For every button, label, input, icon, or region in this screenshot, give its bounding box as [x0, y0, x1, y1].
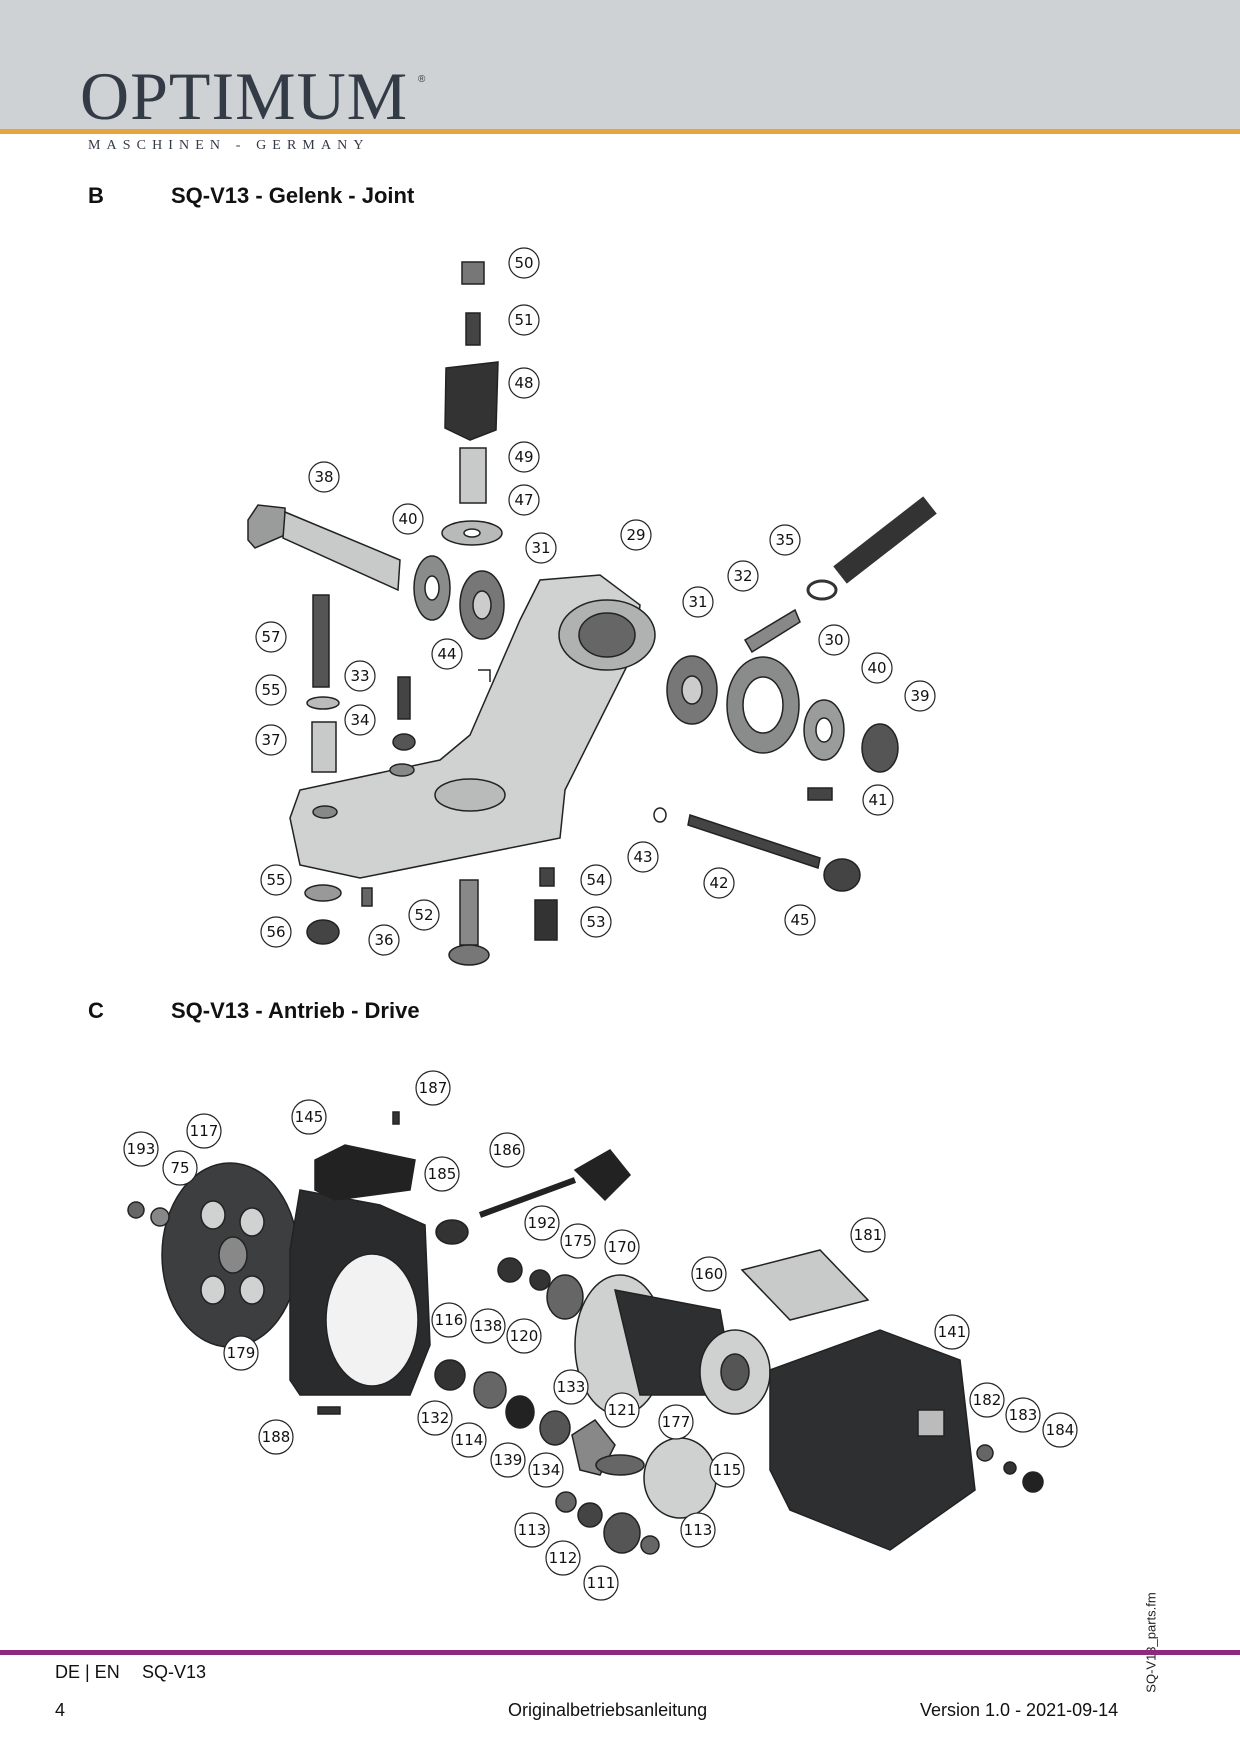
callout-40: 40: [398, 510, 417, 528]
callout-55: 55: [266, 871, 285, 889]
section-c-title: SQ-V13 - Antrieb - Drive: [171, 998, 420, 1023]
callout-54: 54: [586, 871, 605, 889]
callout-47: 47: [514, 491, 533, 509]
callout-145: 145: [295, 1108, 324, 1126]
logo-subtitle: MASCHINEN - GERMANY: [88, 138, 370, 153]
callout-75: 75: [170, 1159, 189, 1177]
callout-182: 182: [973, 1391, 1002, 1409]
callout-160: 160: [695, 1265, 724, 1283]
callout-114: 114: [455, 1431, 484, 1449]
callout-57: 57: [261, 628, 280, 646]
logo-wordmark: OPTIMUM: [80, 58, 409, 134]
callout-53: 53: [586, 913, 605, 931]
callout-35: 35: [775, 531, 794, 549]
callout-37: 37: [261, 731, 280, 749]
callout-175: 175: [564, 1232, 593, 1250]
joint-exploded-diagram: 50 51 48 49 47 38 40 31 29 35 32 31 30 40 39 57 44 33 55 34…: [247, 247, 937, 966]
callout-170: 170: [608, 1238, 637, 1256]
callout-133: 133: [557, 1378, 586, 1396]
callout-34: 34: [350, 711, 369, 729]
callout-40: 40: [867, 659, 886, 677]
callout-113: 113: [518, 1521, 547, 1539]
callout-184: 184: [1046, 1421, 1075, 1439]
callout-141: 141: [938, 1323, 967, 1341]
callout-29: 29: [626, 526, 645, 544]
callout-139: 139: [494, 1451, 523, 1469]
callout-111: 111: [587, 1574, 616, 1592]
callout-115: 115: [713, 1461, 742, 1479]
logo-registered-mark: ®: [418, 74, 426, 85]
callout-56: 56: [266, 923, 285, 941]
section-c-letter: C: [88, 998, 104, 1023]
callout-51: 51: [514, 311, 533, 329]
callout-134: 134: [532, 1461, 561, 1479]
drive-exploded-diagram: 187 145 117 193 75 186 185 192 175 170 181 160 116 13…: [123, 1070, 1078, 1601]
callout-181: 181: [854, 1226, 883, 1244]
callout-33: 33: [350, 667, 369, 685]
callout-177: 177: [662, 1413, 691, 1431]
callout-39: 39: [910, 687, 929, 705]
footer-document-title: Originalbetriebsanleitung: [508, 1700, 708, 1720]
callout-120: 120: [510, 1327, 539, 1345]
callout-138: 138: [474, 1317, 503, 1335]
callout-179: 179: [227, 1344, 256, 1362]
callout-185: 185: [428, 1165, 457, 1183]
callout-52: 52: [414, 906, 433, 924]
callout-187: 187: [419, 1079, 448, 1097]
callout-55: 55: [261, 681, 280, 699]
header-accent-line: [0, 129, 1240, 134]
callout-112: 112: [549, 1549, 578, 1567]
callout-186: 186: [493, 1141, 522, 1159]
callout-49: 49: [514, 448, 533, 466]
callout-193: 193: [127, 1140, 156, 1158]
callout-188: 188: [262, 1428, 291, 1446]
callout-192: 192: [528, 1214, 557, 1232]
callout-30: 30: [824, 631, 843, 649]
footer-accent-line: [0, 1650, 1240, 1655]
page-number: 4: [55, 1700, 66, 1720]
callout-43: 43: [633, 848, 652, 866]
callout-113: 113: [684, 1521, 713, 1539]
callout-116: 116: [435, 1311, 464, 1329]
source-file-label: SQ-V13_parts.fm: [1143, 1592, 1159, 1693]
section-b-letter: B: [88, 183, 104, 208]
callout-45: 45: [790, 911, 809, 929]
callout-44: 44: [437, 645, 456, 663]
callout-32: 32: [733, 567, 752, 585]
callout-41: 41: [868, 791, 887, 809]
section-b-title: SQ-V13 - Gelenk - Joint: [171, 183, 415, 208]
footer-model: SQ-V13: [142, 1662, 207, 1682]
callout-183: 183: [1009, 1406, 1038, 1424]
callout-48: 48: [514, 374, 533, 392]
callout-121: 121: [608, 1401, 637, 1419]
footer-language: DE | EN: [55, 1662, 120, 1682]
callout-38: 38: [314, 468, 333, 486]
header-band: [0, 0, 1240, 132]
callout-117: 117: [190, 1122, 219, 1140]
callout-132: 132: [421, 1409, 450, 1427]
callout-50: 50: [514, 254, 533, 272]
callout-31: 31: [531, 539, 550, 557]
callout-31: 31: [688, 593, 707, 611]
footer-version: Version 1.0 - 2021-09-14: [920, 1700, 1119, 1720]
callout-42: 42: [709, 874, 728, 892]
callout-36: 36: [374, 931, 393, 949]
